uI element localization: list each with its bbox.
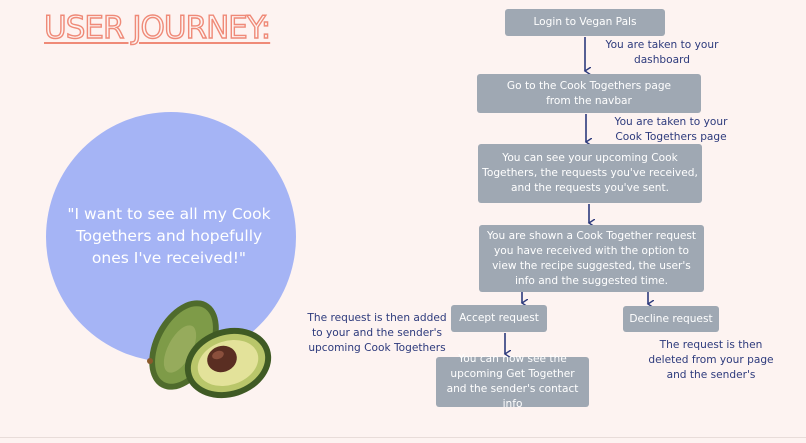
- bottom-divider: [0, 437, 806, 438]
- step-overview: You can see your upcoming Cook Togethers…: [478, 144, 702, 203]
- page-title: USER JOURNEY:: [43, 9, 272, 46]
- note-cook-page: You are taken to your Cook Togethers pag…: [614, 116, 728, 143]
- step-decline: Decline request: [623, 306, 719, 332]
- step-accept: Accept request: [451, 305, 547, 332]
- step-accepted: You can now see the upcoming Get Togethe…: [436, 353, 589, 410]
- note-decline: The request is then deleted from your pa…: [648, 339, 774, 381]
- note-dashboard: You are taken to your dashboard: [605, 39, 719, 66]
- step-login: Login to Vegan Pals: [505, 9, 665, 36]
- step-cook-togethers: Go to the Cook Togethers page from the n…: [477, 74, 701, 113]
- step-request: You are shown a Cook Together request yo…: [479, 225, 704, 292]
- persona-quote: "I want to see all my Cook Togethers and…: [67, 205, 271, 267]
- note-accept: The request is then added to your and th…: [307, 312, 447, 354]
- avocado-icon: [147, 300, 272, 399]
